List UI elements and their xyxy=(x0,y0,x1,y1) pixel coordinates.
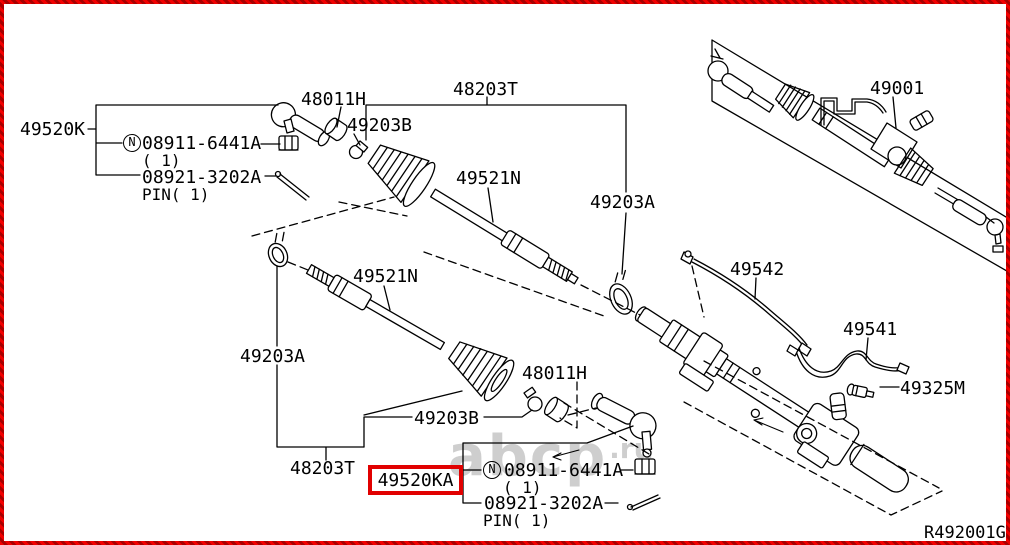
part-label-49203B-bottom: 49203B xyxy=(414,408,480,429)
washer-bottom-drawing xyxy=(542,395,571,423)
boot-clamp-top-drawing xyxy=(350,141,368,159)
drawing-code: R492001G xyxy=(924,523,1006,543)
washer-top-drawing xyxy=(323,116,350,142)
part-label-49520K: 49520K xyxy=(20,119,86,140)
part-label-49203A-bottom: 49203A xyxy=(240,346,306,367)
boot-top-drawing xyxy=(360,133,440,210)
gear-housing-drawing xyxy=(621,275,930,513)
part-label-48203T-bottom: 48203T xyxy=(290,458,356,479)
clamp-top-drawing xyxy=(601,270,642,318)
part-label-49001: 49001 xyxy=(870,78,925,99)
part-label-48203T-top: 48203T xyxy=(453,79,519,100)
nut-symbol-icon-bottom: N xyxy=(483,461,501,479)
cylinder-tube-drawings xyxy=(681,251,909,377)
part-label-49203B-top: 49203B xyxy=(347,115,413,136)
nut-symbol-icon: N xyxy=(123,134,141,152)
outer-tie-rod-end-top-drawing xyxy=(267,98,334,200)
part-label-49520KA: 49520KA xyxy=(377,469,454,491)
hydraulic-pipe-loop xyxy=(821,98,886,125)
steering-gear-assembly-drawing xyxy=(708,49,1003,252)
qty-label-08921-top: PIN( 1) xyxy=(142,185,210,204)
part-label-49325M: 49325M xyxy=(900,378,966,399)
part-label-48011H-bottom: 48011H xyxy=(522,363,588,384)
part-label-49541: 49541 xyxy=(843,319,898,340)
inner-rod-top-drawing xyxy=(429,186,581,288)
connector-drawing xyxy=(846,383,874,399)
cotter-pin-top-drawing xyxy=(277,174,309,200)
clamp-bottom-drawing xyxy=(261,231,296,270)
part-label-49521N-top: 49521N xyxy=(456,168,522,189)
highlight-box: 49520KA xyxy=(368,465,463,495)
boot-clamp-bottom-drawing xyxy=(524,387,542,411)
boot-bottom-drawing xyxy=(441,330,518,404)
qty-label-08921-bottom: PIN( 1) xyxy=(483,511,551,530)
part-label-49542: 49542 xyxy=(730,259,785,280)
part-label-49203A-top: 49203A xyxy=(590,192,656,213)
cotter-pin-bottom-drawing xyxy=(631,495,660,510)
part-label-48011H-top: 48011H xyxy=(301,89,367,110)
part-label-49521N-bottom: 49521N xyxy=(353,266,419,287)
assembly-band xyxy=(712,40,1010,274)
